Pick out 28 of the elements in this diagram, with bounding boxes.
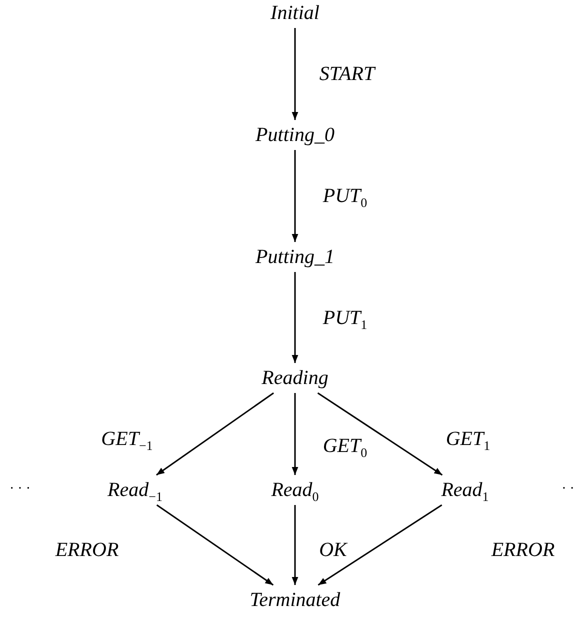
edge-label: OK — [318, 538, 349, 563]
arrow — [292, 28, 298, 120]
state-label: Read$_{−1}$ — [104, 477, 166, 503]
arrow — [317, 392, 443, 476]
arrow — [156, 504, 274, 586]
edge-label: ERROR — [490, 538, 556, 563]
edge-label: ERROR — [54, 538, 120, 563]
state-label: Putting_1 — [252, 244, 338, 270]
edge-label: START — [318, 62, 377, 87]
arrow — [156, 392, 274, 476]
edge-label: GET$_{0}$ — [322, 434, 368, 459]
ellipsis-label: · · · — [8, 480, 32, 499]
arrow — [292, 150, 298, 242]
state-label: Terminated — [246, 587, 344, 613]
edge-label: PUT$_{0}$ — [322, 184, 368, 209]
state-label: Putting_0 — [252, 122, 338, 148]
state-label: Initial — [268, 0, 322, 26]
edge-label: PUT$_{1}$ — [322, 306, 368, 330]
arrow — [292, 505, 298, 585]
state-label: Read$_{0}$ — [268, 477, 322, 503]
arrow — [318, 504, 442, 586]
arrow — [292, 272, 298, 363]
edge-label: GET$_{1}$ — [444, 427, 492, 452]
arrow — [292, 393, 298, 475]
edge-label: GET$_{−1}$ — [100, 427, 154, 452]
ellipsis-label: · · — [560, 480, 576, 499]
state-label: Reading — [258, 365, 332, 391]
state-label: Read$_{1}$ — [438, 477, 492, 503]
